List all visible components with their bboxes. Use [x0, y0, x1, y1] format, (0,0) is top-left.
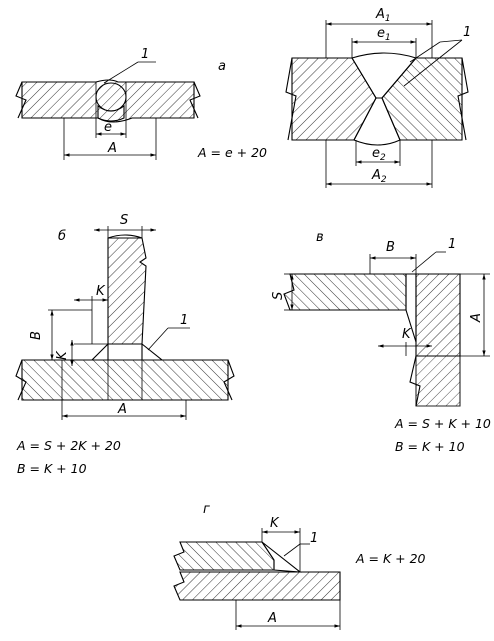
- dim-label-a: A: [469, 313, 484, 323]
- dim-label-k: K: [96, 284, 106, 299]
- callout-1: 1: [310, 531, 318, 546]
- panel-g: K A 1 A = K + 20: [173, 516, 426, 630]
- formula-b: B = K + 10: [17, 461, 87, 476]
- dim-label-e: e: [104, 120, 112, 135]
- panel-v: B S A K 1 A = S + K + 10 B = K + 10: [271, 237, 491, 454]
- dim-label-b: B: [386, 240, 395, 255]
- dim-label-a2: A2: [371, 168, 387, 185]
- callout-1: 1: [448, 237, 456, 252]
- callout-1: 1: [141, 47, 149, 62]
- callout-1: 1: [463, 25, 471, 40]
- dim-label-k: K: [402, 327, 412, 342]
- dim-label-k-side: K: [55, 350, 70, 360]
- panel-letter-g: г: [203, 502, 210, 517]
- formula-a: A = K + 20: [355, 551, 426, 566]
- panel-b: S K B K A 1 A = S + 2K + 20 B = K + 10: [15, 213, 235, 476]
- dim-label-e2: e2: [372, 146, 386, 163]
- panel-letter-a: а: [218, 59, 226, 74]
- formula-a: A = S + 2K + 20: [16, 438, 121, 453]
- formula-a: A = S + K + 10: [394, 416, 491, 431]
- dim-label-b: B: [29, 331, 44, 340]
- callout-1: 1: [180, 313, 188, 328]
- dim-label-e1: e1: [377, 26, 391, 43]
- dim-label-k: K: [270, 516, 280, 531]
- dim-label-a: A: [107, 141, 117, 156]
- formula-a: A = e + 20: [197, 145, 267, 160]
- panel-a-left: e A 1 A = e + 20: [15, 47, 267, 160]
- panel-letter-v: в: [316, 230, 324, 245]
- panel-a-right: A1 e1 e2 A2 1: [285, 7, 471, 188]
- dim-label-a: A: [267, 611, 277, 626]
- dim-label-a1: A1: [375, 7, 391, 24]
- panel-letter-b: б: [58, 229, 66, 244]
- dim-label-s: S: [271, 292, 286, 300]
- dim-label-a: A: [117, 402, 127, 417]
- formula-b: B = K + 10: [395, 439, 465, 454]
- dim-label-s: S: [120, 213, 128, 228]
